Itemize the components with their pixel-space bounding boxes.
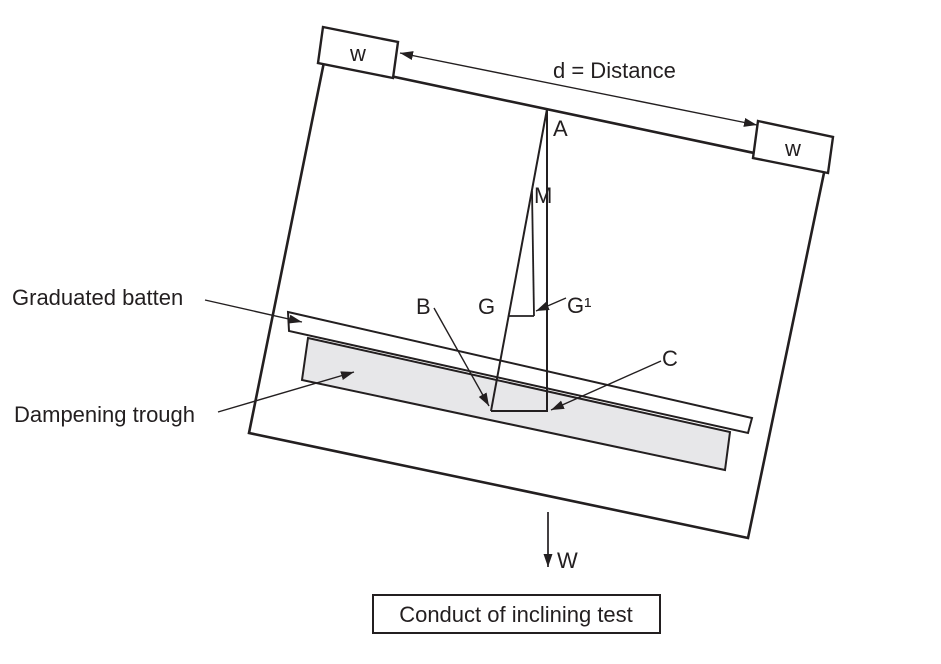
- point-c-leader-arrow: [550, 360, 662, 411]
- distance-arrow: [399, 51, 758, 127]
- centerline-a-b: [490, 108, 548, 412]
- line-m-g1: [531, 190, 535, 317]
- point-m-label: M: [534, 183, 552, 208]
- graduated-batten-label: Graduated batten: [12, 285, 183, 310]
- dampening-trough-label: Dampening trough: [14, 402, 195, 427]
- point-g1-leader-arrow: [535, 297, 567, 312]
- weight-box-left: [316, 25, 400, 80]
- weight-force-label: W: [557, 548, 578, 573]
- graduated-batten-shape: [286, 310, 754, 435]
- point-b-leader-arrow: [433, 307, 490, 407]
- weight-right-label: w: [784, 136, 801, 161]
- point-c-label: C: [662, 346, 678, 371]
- point-g-label: G: [478, 294, 495, 319]
- point-b-label: B: [416, 294, 431, 319]
- graduated-batten-leader-arrow: [204, 299, 303, 324]
- caption-box: [372, 594, 661, 634]
- weight-left-label: w: [349, 41, 366, 66]
- distance-label: d = Distance: [553, 58, 676, 83]
- point-g1-label: G¹: [567, 293, 591, 318]
- caption-text: Conduct of inclining test: [399, 602, 633, 627]
- dampening-trough-leader-arrow: [217, 371, 355, 413]
- point-a-label: A: [553, 116, 568, 141]
- weight-box-right: [751, 119, 835, 175]
- ship-hull: [247, 60, 827, 540]
- dampening-trough-shape: [300, 336, 732, 472]
